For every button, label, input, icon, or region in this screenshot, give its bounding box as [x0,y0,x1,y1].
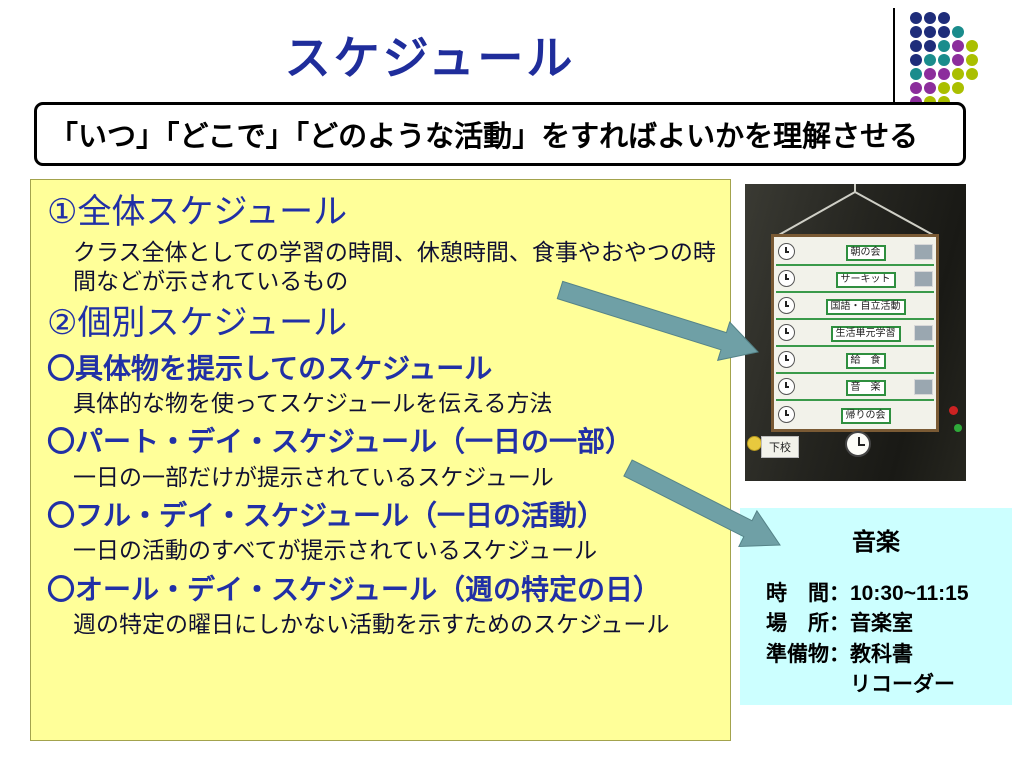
music-info-place: 場 所：音楽室 [766,612,913,636]
clock-icon [778,378,795,395]
decor-dot [924,12,936,24]
main-content-box: ①全体スケジュール クラス全体としての学習の時間、休憩時間、食事やおやつの時間な… [30,179,731,741]
schedule-description: 一日の活動のすべてが提示されているスケジュール [73,537,598,564]
board-item-label: 給 食 [845,353,886,369]
decor-dot [910,12,922,24]
schedule-subheading: 〇フル・デイ・スケジュール（一日の活動） [47,499,606,531]
clock-icon [778,270,795,287]
decor-dot [910,82,922,94]
decor-dot [924,54,936,66]
decor-dot [938,40,950,52]
clock-icon [845,431,871,457]
music-info-items-2: リコーダー [850,673,955,697]
board-row: 国語・自立活動 [776,293,934,320]
decor-dot [910,26,922,38]
clock-icon [778,406,795,423]
board-row: 朝の会 [776,239,934,266]
dismissal-label: 下校 [761,436,799,458]
clock-icon [778,351,795,368]
board-item-label: 朝の会 [845,245,886,261]
decor-vertical-line [893,8,895,102]
decor-dot [910,40,922,52]
purpose-statement-text: 「いつ」「どこで」「どのような活動」をすればよいかを理解させる [49,121,919,153]
clock-icon [778,324,795,341]
decor-dot [966,54,978,66]
schedule-board-photo: 朝の会 サーキット 国語・自立活動 生活単元学習 給 食 [745,184,966,481]
schedule-heading-1: ①全体スケジュール [47,193,348,231]
board-row: サーキット [776,266,934,293]
schedule-heading-2: ②個別スケジュール [47,303,348,342]
board-item-label: 音 楽 [845,380,886,396]
decor-dot [952,26,964,38]
decor-dot [910,68,922,80]
decor-dot [924,68,936,80]
decor-dot [938,68,950,80]
schedule-description: クラス全体としての学習の時間、休憩時間、食事やおやつの時間などが示されているもの [73,239,716,295]
decor-dot [938,26,950,38]
schedule-description: 一日の一部だけが提示されているスケジュール [73,463,554,490]
decor-dot [952,68,964,80]
decor-dot [924,26,936,38]
decor-dot [910,54,922,66]
slide-title: スケジュール [284,32,576,84]
decor-dot [952,54,964,66]
purpose-statement-box: 「いつ」「どこで」「どのような活動」をすればよいかを理解させる [34,102,966,166]
decor-dot [966,40,978,52]
clock-icon [778,243,795,260]
decor-dots [910,12,994,116]
decor-dot [966,68,978,80]
schedule-subheading: 〇パート・デイ・スケジュール（一日の一部） [47,426,634,458]
schedule-subheading: 〇具体物を提示してのスケジュール [47,352,493,384]
decor-dot [938,12,950,24]
music-info-box: 音楽 時 間：10:30~11:15 場 所：音楽室 準備物：教科書 リコーダー [740,508,1012,705]
board-item-label: 生活単元学習 [830,326,901,342]
schedule-description: 具体的な物を使ってスケジュールを伝える方法 [73,390,553,417]
music-info-items: 準備物：教科書 [766,642,913,666]
schedule-description: 週の特定の曜日にしかない活動を示すためのスケジュール [73,610,670,637]
photo-thumbnail [914,379,933,395]
photo-thumbnail [914,325,933,341]
schedule-subheading: 〇オール・デイ・スケジュール（週の特定の日） [47,573,662,605]
photo-thumbnail [914,244,933,260]
board-row: 生活単元学習 [776,320,934,347]
board-item-label: 国語・自立活動 [825,299,906,315]
board-row: 給 食 [776,347,934,374]
board-row: 音 楽 [776,374,934,401]
decor-dot [938,82,950,94]
decor-dot [924,82,936,94]
clock-icon [778,297,795,314]
music-info-time: 時 間：10:30~11:15 [766,582,969,605]
hanging-string [776,184,936,237]
photo-thumbnail [914,271,933,287]
decor-dot [952,40,964,52]
schedule-board: 朝の会 サーキット 国語・自立活動 生活単元学習 給 食 [771,234,939,432]
yellow-magnet-icon [747,436,762,451]
board-row: 帰りの会 [776,401,934,428]
decor-dot [952,82,964,94]
board-item-label: 帰りの会 [840,408,891,424]
green-magnet-icon [954,424,962,432]
red-magnet-icon [949,406,958,415]
decor-dot [938,54,950,66]
board-item-label: サーキット [835,272,896,288]
music-info-title: 音楽 [852,529,900,556]
decor-dot [924,40,936,52]
